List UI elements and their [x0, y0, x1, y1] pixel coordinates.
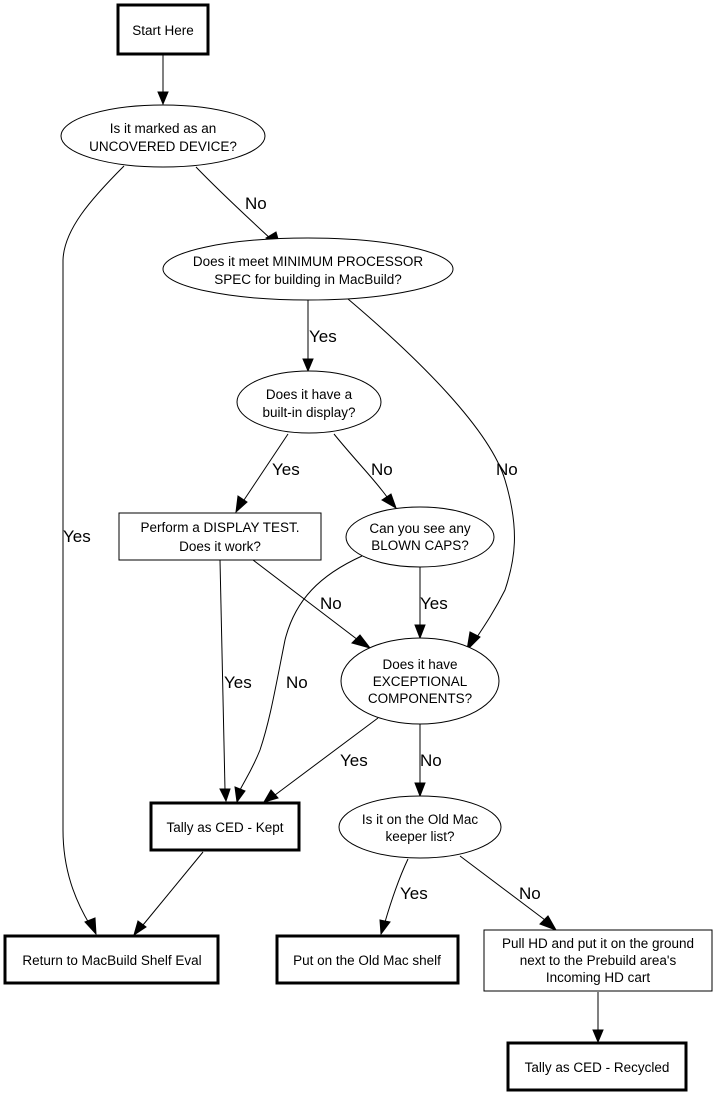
- node-label-line: Is it marked as an: [110, 121, 217, 136]
- node-label-line: UNCOVERED DEVICE?: [89, 139, 237, 154]
- edge-min-spec-to-exceptional: No: [347, 298, 518, 652]
- node-label-line: Can you see any: [369, 521, 471, 536]
- edge-label-yes: Yes: [309, 327, 337, 346]
- edge-builtin-display-to-blown-caps: No: [333, 433, 397, 510]
- edge-start-to-uncovered: [157, 55, 169, 106]
- node-label: Tally as CED - Recycled: [525, 1060, 670, 1075]
- edge-label-no: No: [286, 673, 308, 692]
- edge-label-yes: Yes: [272, 460, 300, 479]
- node-label-line: Does it have a: [266, 387, 353, 402]
- edge-tally-kept-to-return-shelf: [133, 851, 204, 937]
- edge-builtin-display-to-display-test: Yes: [235, 433, 300, 514]
- edge-label-yes: Yes: [63, 527, 91, 546]
- node-label: Return to MacBuild Shelf Eval: [22, 953, 201, 968]
- node-label-line: Does it work?: [179, 539, 261, 554]
- node-display-test: Perform a DISPLAY TEST. Does it work?: [118, 512, 322, 561]
- node-label: Tally as CED - Kept: [166, 820, 283, 835]
- edge-label-no: No: [420, 751, 442, 770]
- node-label-line: Perform a DISPLAY TEST.: [140, 520, 299, 535]
- node-return-macbuild-shelf: Return to MacBuild Shelf Eval: [3, 934, 220, 985]
- node-old-mac-shelf: Put on the Old Mac shelf: [275, 934, 460, 985]
- edge-blown-caps-to-exceptional: Yes: [414, 567, 448, 640]
- edge-blown-caps-to-tally-kept: No: [234, 555, 363, 804]
- node-label-line: Does it have: [382, 657, 457, 672]
- node-tally-recycled: Tally as CED - Recycled: [506, 1041, 688, 1092]
- edge-label-yes: Yes: [340, 751, 368, 770]
- node-old-mac-keeper-list: Is it on the Old Mac keeper list?: [338, 795, 502, 859]
- node-label-line: BLOWN CAPS?: [371, 538, 469, 553]
- node-label-line: Is it on the Old Mac: [362, 812, 479, 827]
- node-minimum-processor-spec: Does it meet MINIMUM PROCESSOR SPEC for …: [162, 237, 454, 301]
- node-uncovered-device: Is it marked as an UNCOVERED DEVICE?: [60, 104, 266, 168]
- node-tally-kept: Tally as CED - Kept: [149, 801, 301, 852]
- edge-keeper-list-to-pull-hd: No: [459, 855, 558, 931]
- node-label-line: keeper list?: [385, 829, 454, 844]
- edge-pull-hd-to-tally-recycled: [592, 992, 604, 1044]
- node-label-line: built-in display?: [262, 405, 355, 420]
- edge-display-test-to-exceptional: No: [252, 559, 372, 649]
- node-pull-hd: Pull HD and put it on the ground next to…: [483, 929, 713, 992]
- edge-label-no: No: [519, 884, 541, 903]
- edge-uncovered-to-return-shelf: Yes: [62, 165, 125, 936]
- edge-exceptional-to-keeper-list: No: [414, 724, 442, 798]
- edge-label-yes: Yes: [224, 673, 252, 692]
- edge-label-no: No: [245, 194, 267, 213]
- edge-label-yes: Yes: [420, 594, 448, 613]
- edge-display-test-to-tally-kept: Yes: [219, 559, 252, 803]
- edge-uncovered-to-min-spec: No: [195, 166, 281, 248]
- node-label-line: COMPONENTS?: [368, 691, 472, 706]
- edge-exceptional-to-tally-kept: Yes: [262, 717, 379, 803]
- edge-label-no: No: [496, 460, 518, 479]
- node-label: Put on the Old Mac shelf: [293, 953, 441, 968]
- node-builtin-display: Does it have a built-in display?: [236, 370, 382, 434]
- node-label-line: next to the Prebuild area's: [520, 953, 677, 968]
- node-label-line: Does it meet MINIMUM PROCESSOR: [193, 254, 424, 269]
- edge-label-no: No: [371, 460, 393, 479]
- edge-label-yes: Yes: [400, 884, 428, 903]
- node-label-line: SPEC for building in MacBuild?: [214, 272, 402, 287]
- edge-min-spec-to-builtin-display: Yes: [302, 299, 337, 373]
- edge-label-no: No: [320, 594, 342, 613]
- node-label: Start Here: [132, 23, 194, 38]
- node-label-line: Pull HD and put it on the ground: [502, 936, 694, 951]
- node-exceptional-components: Does it have EXCEPTIONAL COMPONENTS?: [340, 637, 500, 725]
- edge-keeper-list-to-old-mac-shelf: Yes: [379, 858, 428, 936]
- node-label-line: EXCEPTIONAL: [373, 674, 468, 689]
- node-label-line: Incoming HD cart: [546, 970, 651, 985]
- node-start-here: Start Here: [116, 3, 210, 56]
- node-blown-caps: Can you see any BLOWN CAPS?: [345, 506, 495, 568]
